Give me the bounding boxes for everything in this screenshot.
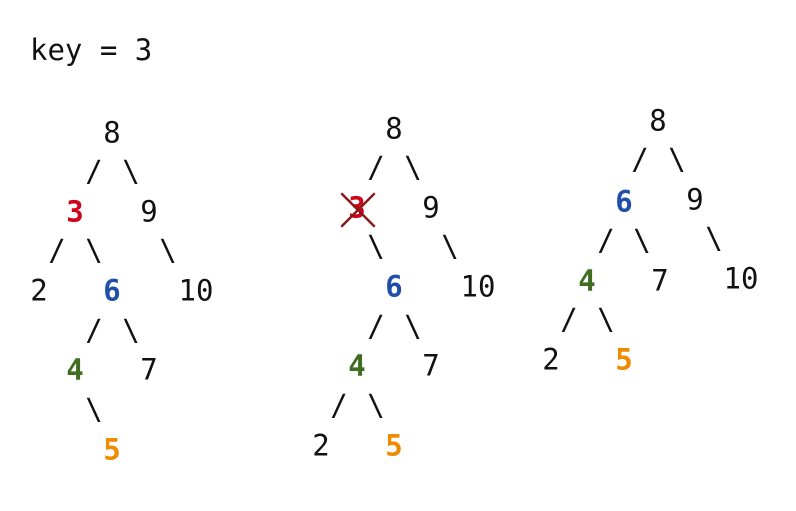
tree-2-edge-8-3: / — [367, 150, 385, 185]
tree-1-node-2: 2 — [30, 273, 48, 308]
delete-cross-icon — [340, 192, 376, 228]
tree-3-edge-6-7: \ — [633, 223, 651, 258]
tree-2-edge-8-9: \ — [404, 150, 422, 185]
tree-1-edge-8-3: / — [85, 154, 103, 189]
tree-3-node-9: 9 — [686, 182, 704, 217]
tree-1-edge-6-4: / — [85, 313, 103, 348]
tree-2-node-2: 2 — [312, 428, 330, 463]
tree-3-node-10: 10 — [723, 261, 759, 296]
tree-1-edge-8-9: \ — [122, 154, 140, 189]
tree-1-edge-9-10: \ — [159, 233, 177, 268]
tree-3-edge-4-2: / — [560, 302, 578, 337]
tree-3-edge-4-5: \ — [597, 302, 615, 337]
tree-1-edge-6-7: \ — [122, 313, 140, 348]
tree-2-node-8: 8 — [385, 111, 403, 146]
tree-1-node-8: 8 — [103, 115, 121, 150]
tree-3-node-6-successor: 6 — [615, 184, 633, 219]
tree-2-node-7: 7 — [422, 348, 440, 383]
tree-3-node-5: 5 — [615, 342, 633, 377]
tree-3-edge-9-10: \ — [705, 221, 723, 256]
tree-2-edge-9-10: \ — [441, 229, 459, 264]
tree-2-edge-4-5: \ — [367, 388, 385, 423]
tree-2-edge-6-7: \ — [404, 309, 422, 344]
tree-1-node-7: 7 — [140, 352, 158, 387]
tree-3-node-4: 4 — [578, 263, 596, 298]
tree-2-node-5: 5 — [385, 428, 403, 463]
tree-2-edge-6-4: / — [367, 309, 385, 344]
tree-3-edge-8-9: \ — [668, 142, 686, 177]
tree-3-node-2: 2 — [542, 342, 560, 377]
tree-1-edge-3-2: / — [48, 233, 66, 268]
tree-1-node-5: 5 — [103, 432, 121, 467]
tree-2-node-6-successor: 6 — [385, 269, 403, 304]
tree-3-edge-6-4: / — [597, 223, 615, 258]
tree-3-node-8: 8 — [649, 103, 667, 138]
tree-2-node-4: 4 — [348, 348, 366, 383]
tree-2-node-9: 9 — [422, 190, 440, 225]
tree-3-node-7: 7 — [651, 263, 669, 298]
tree-3-edge-8-6: / — [631, 142, 649, 177]
tree-1-node-6-successor: 6 — [103, 273, 121, 308]
tree-1-node-3-deleted: 3 — [66, 194, 84, 229]
tree-1-node-9: 9 — [140, 194, 158, 229]
tree-1-node-10: 10 — [178, 273, 214, 308]
tree-1-edge-3-6: \ — [85, 233, 103, 268]
tree-1-edge-4-5: \ — [85, 392, 103, 427]
tree-2-edge-3-6: \ — [367, 229, 385, 264]
key-label: key = 3 — [30, 33, 153, 67]
tree-2-node-10: 10 — [460, 269, 496, 304]
tree-1-node-4: 4 — [66, 352, 84, 387]
tree-2-edge-4-2: / — [330, 388, 348, 423]
